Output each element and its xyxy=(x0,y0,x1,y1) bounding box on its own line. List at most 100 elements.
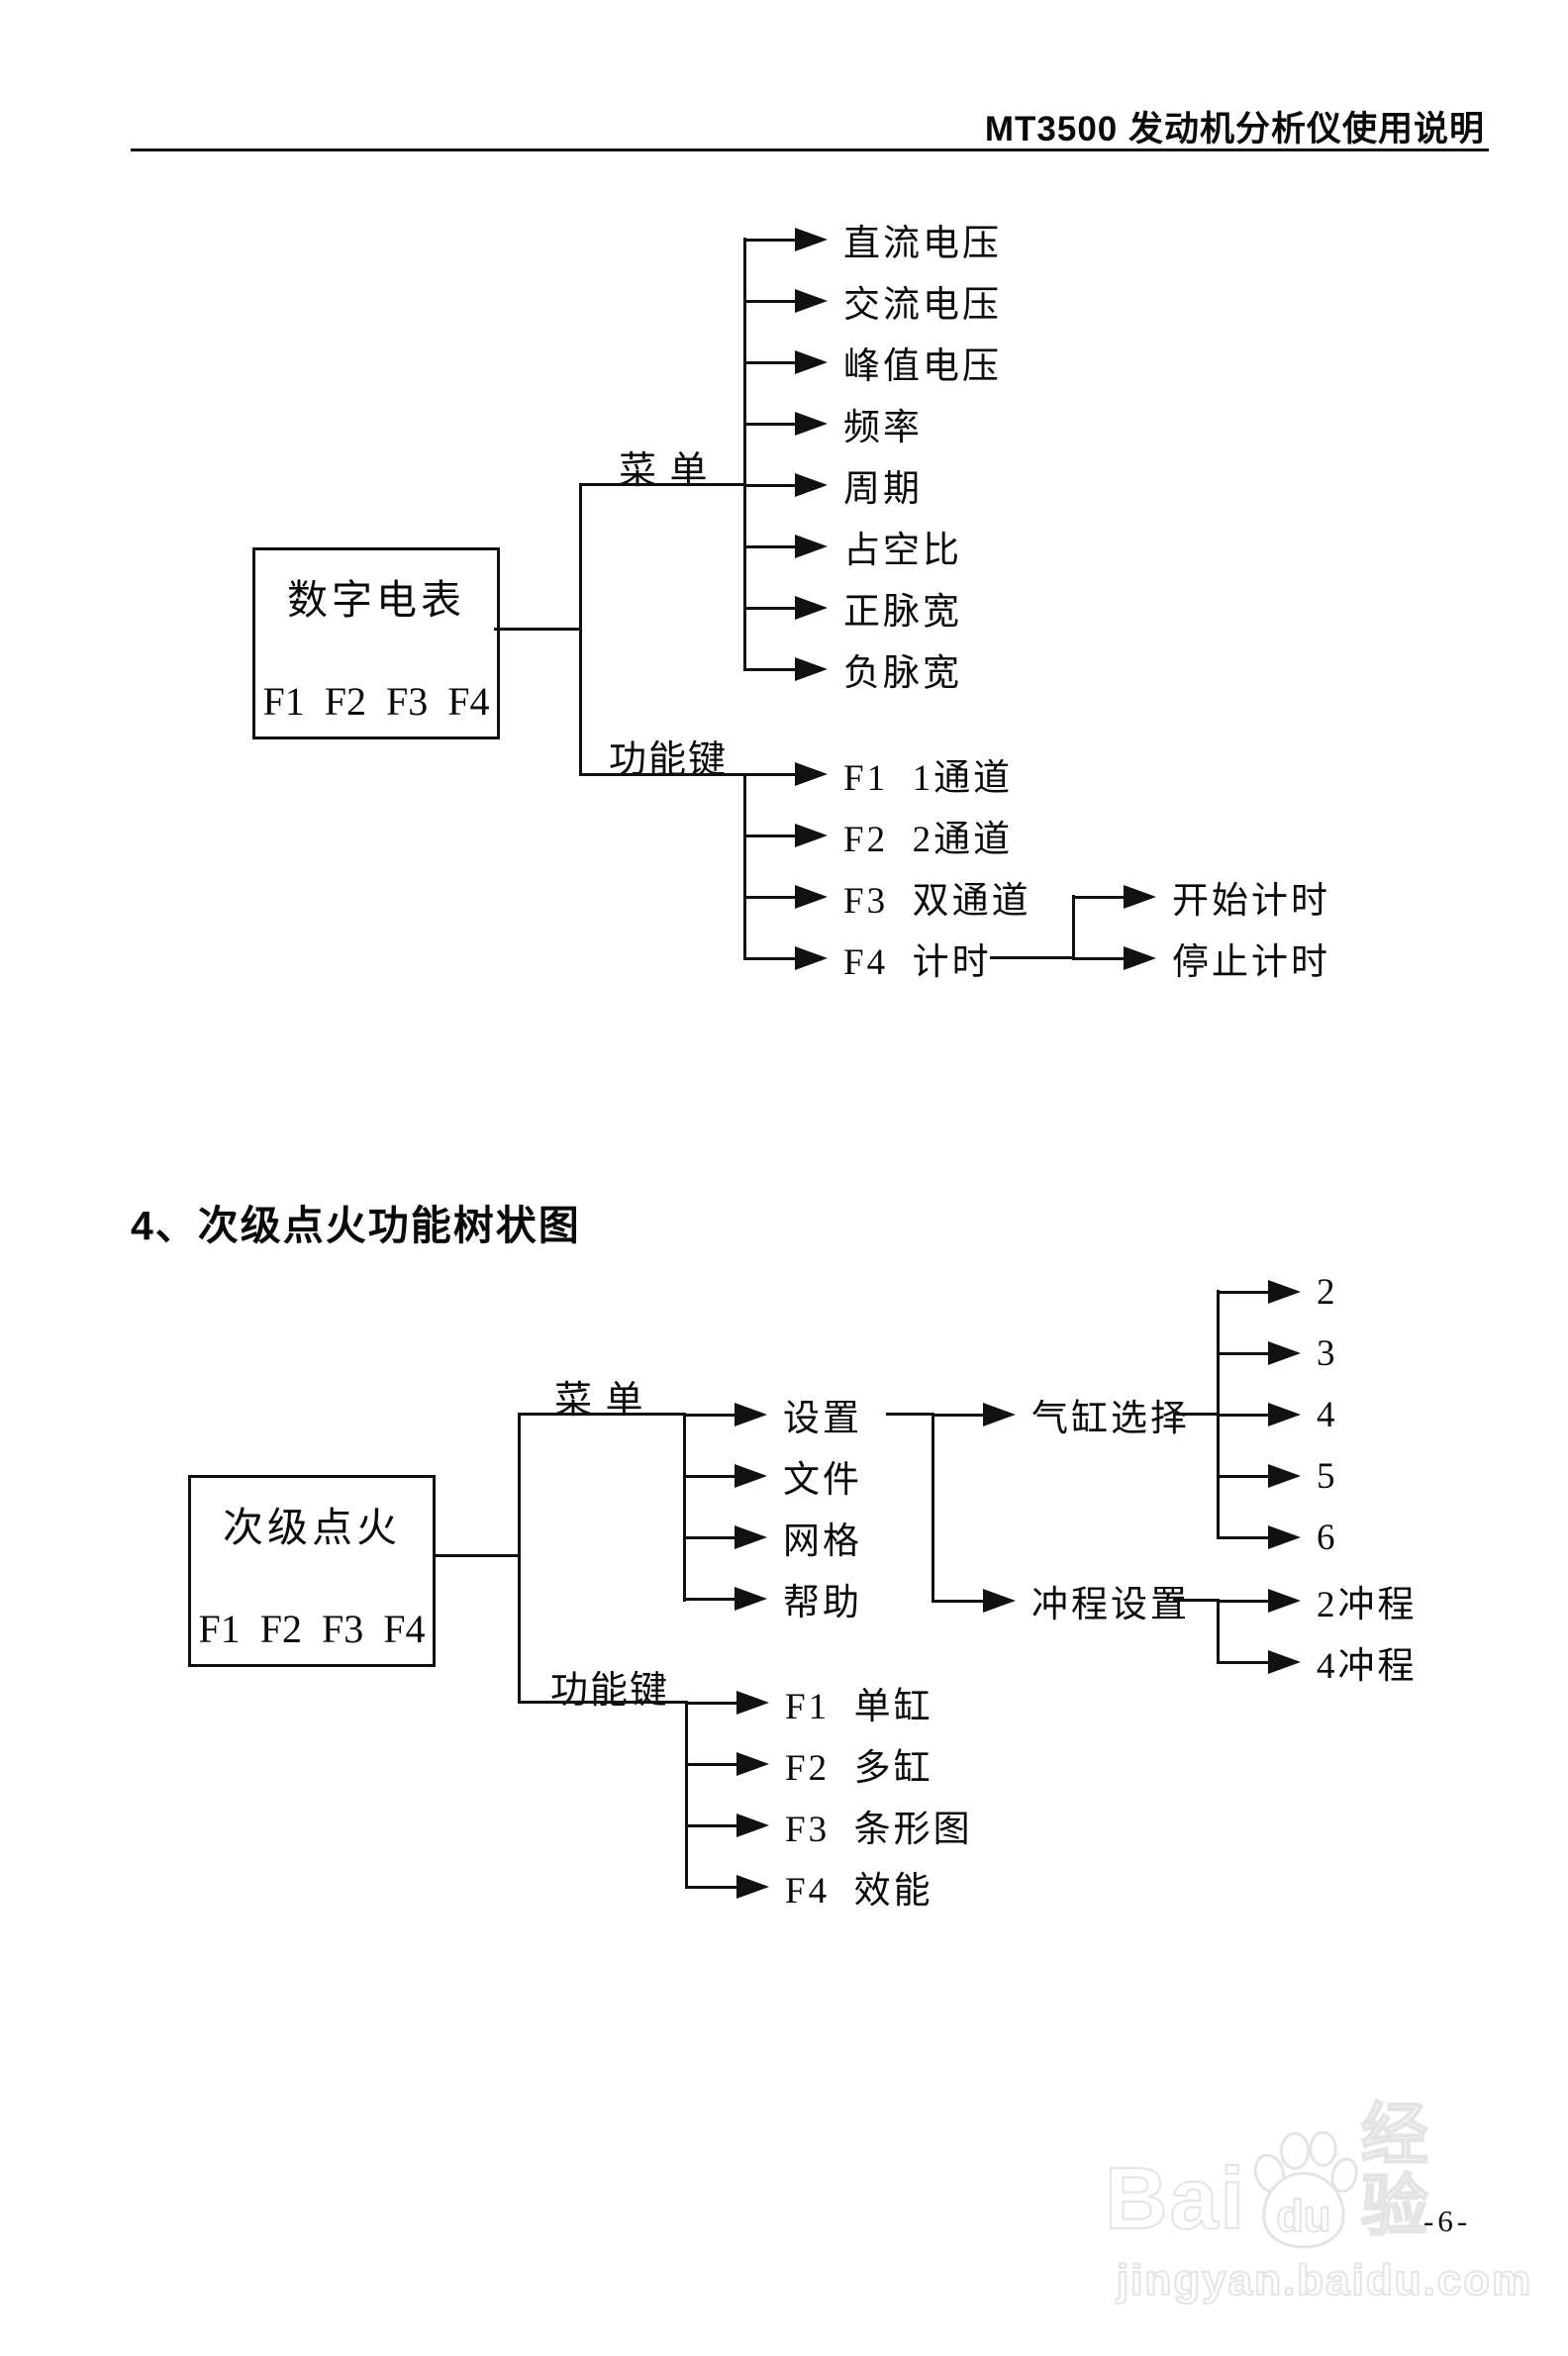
leaf-label: 4 xyxy=(1317,1394,1338,1435)
arrow-right-icon xyxy=(795,762,828,786)
arrow-right-icon xyxy=(735,1464,767,1488)
arrow-right-icon xyxy=(795,824,828,847)
tree1-menu-item: 周期 xyxy=(743,463,923,510)
arrow-right-icon xyxy=(983,1403,1016,1426)
branch-line xyxy=(743,483,795,487)
baidu-paw-icon: du xyxy=(1253,2131,1358,2249)
header-rule xyxy=(131,148,1489,151)
branch-line xyxy=(743,360,795,364)
tree1-menu-item: 频率 xyxy=(743,402,923,448)
page-header-title: MT3500 发动机分析仪使用说明 xyxy=(984,110,1485,148)
arrow-right-icon xyxy=(795,657,828,681)
arrow-right-icon xyxy=(735,1587,767,1611)
stroke-option: 2冲程 xyxy=(1217,1579,1418,1625)
branch-line xyxy=(1072,956,1124,960)
tree1-fn-item: F1 1通道 xyxy=(743,752,1013,799)
tree1-menu-item: 占空比 xyxy=(743,525,962,571)
arrow-right-icon xyxy=(1268,1280,1301,1304)
leaf-label: 频率 xyxy=(843,408,923,448)
branch-line xyxy=(683,1413,735,1417)
leaf-label: F4 效能 xyxy=(785,1871,933,1912)
connector-line xyxy=(1173,1413,1220,1416)
branch-line xyxy=(683,1535,735,1539)
tree1-fn-item: F4 计时 xyxy=(743,936,992,983)
arrow-right-icon xyxy=(1268,1341,1301,1365)
branch-line xyxy=(683,1597,735,1601)
branch-line xyxy=(1217,1351,1268,1355)
leaf-label: 停止计时 xyxy=(1172,942,1330,983)
branch-spine-line xyxy=(931,1413,934,1602)
tree2-fn-item: F4 效能 xyxy=(685,1865,933,1912)
baidu-watermark: Bai du 经验 jingyan.baidu.com xyxy=(1104,2100,1531,2306)
cylinder-option: 2 xyxy=(1217,1270,1338,1314)
arrow-right-icon xyxy=(1268,1650,1301,1674)
tree1-menu-item: 负脉宽 xyxy=(743,647,962,694)
branch-line xyxy=(683,1474,735,1478)
leaf-label: 直流电压 xyxy=(843,224,1002,264)
arrow-right-icon xyxy=(1124,885,1156,909)
leaf-label: 开始计时 xyxy=(1172,881,1330,922)
cylinder-option: 6 xyxy=(1217,1516,1338,1559)
page-number: -6- xyxy=(1423,2204,1472,2238)
branch-line xyxy=(1217,1413,1268,1417)
arrow-right-icon xyxy=(795,289,828,313)
leaf-label: 网格 xyxy=(783,1522,862,1562)
branch-spine-line xyxy=(743,238,746,671)
leaf-label: 5 xyxy=(1317,1455,1338,1497)
baidu-jingyan-text: 经验 xyxy=(1360,2098,1432,2244)
arrow-right-icon xyxy=(736,1814,769,1837)
tree2-menu-item: 帮助 xyxy=(683,1577,862,1623)
arrow-right-icon xyxy=(735,1403,767,1426)
branch-line xyxy=(1217,1660,1268,1664)
leaf-label: F2 2通道 xyxy=(843,820,1014,860)
leaf-label: 文件 xyxy=(783,1460,862,1501)
root-node-fkeys: F1 F2 F3 F4 xyxy=(262,679,490,724)
leaf-label: F3 双通道 xyxy=(843,881,1031,922)
tree2-menu-item: 文件 xyxy=(683,1454,862,1501)
branch-line xyxy=(743,895,795,899)
tree2-menu-item: 设置 xyxy=(683,1393,862,1439)
branch-line xyxy=(685,1701,736,1705)
branch-line xyxy=(743,834,795,837)
connector-line xyxy=(1173,1599,1220,1602)
tree1-timer-item: 停止计时 xyxy=(1072,936,1330,983)
branch-line xyxy=(743,667,795,671)
branch-line xyxy=(743,606,795,610)
arrow-right-icon xyxy=(795,350,828,374)
leaf-label: 2 xyxy=(1317,1271,1338,1313)
arrow-right-icon xyxy=(1124,946,1156,970)
leaf-label: F4 计时 xyxy=(843,942,992,983)
branch-line xyxy=(685,1885,736,1889)
leaf-label: 交流电压 xyxy=(843,285,1002,326)
branch-line xyxy=(743,956,795,960)
branch-spine-line xyxy=(683,1413,686,1602)
leaf-label: F2 多缸 xyxy=(785,1748,933,1789)
arrow-right-icon xyxy=(795,946,828,970)
branch-line xyxy=(743,299,795,303)
leaf-label: F1 1通道 xyxy=(843,758,1014,799)
leaf-label: 2冲程 xyxy=(1317,1585,1418,1625)
tree2-cylinder-select: 气缸选择 xyxy=(931,1393,1190,1439)
baidu-logo-text: Bai xyxy=(1104,2149,1246,2247)
tree2-stroke-setting: 冲程设置 xyxy=(931,1579,1190,1625)
arrow-right-icon xyxy=(1268,1589,1301,1613)
tree1-menu-item: 正脉宽 xyxy=(743,586,962,633)
leaf-label: 冲程设置 xyxy=(1031,1585,1190,1625)
leaf-label: 正脉宽 xyxy=(843,592,962,633)
arrow-right-icon xyxy=(795,596,828,620)
tree2-fn-item: F1 单缸 xyxy=(685,1681,933,1727)
baidu-domain-text: jingyan.baidu.com xyxy=(1116,2255,1533,2306)
arrow-right-icon xyxy=(795,228,828,251)
cylinder-option: 5 xyxy=(1217,1454,1338,1498)
root-node-title: 次级点火 xyxy=(223,1505,401,1550)
branch-line xyxy=(1217,1535,1268,1539)
root-node-fkeys: F1 F2 F3 F4 xyxy=(198,1607,426,1651)
arrow-right-icon xyxy=(736,1691,769,1715)
stroke-option: 4冲程 xyxy=(1217,1640,1418,1687)
arrow-right-icon xyxy=(1268,1464,1301,1488)
tree1-menu-item: 峰值电压 xyxy=(743,341,1002,387)
arrow-right-icon xyxy=(795,473,828,497)
arrow-right-icon xyxy=(795,535,828,558)
connector-line xyxy=(579,483,745,486)
trunk-line xyxy=(518,1413,521,1703)
